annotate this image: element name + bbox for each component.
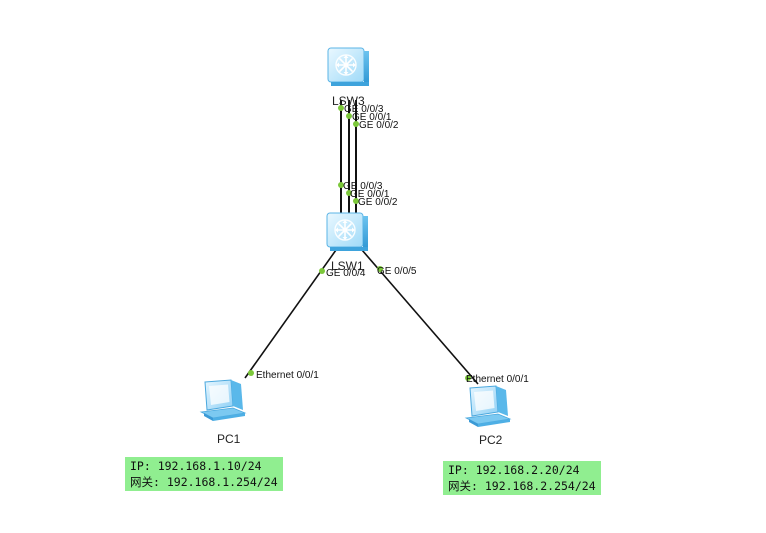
port-label-pc2-eth001: Ethernet 0/0/1	[466, 374, 529, 385]
device-pc1[interactable]: PC1	[200, 379, 246, 446]
port-label-lsw1-ge002: GE 0/0/2	[358, 197, 398, 208]
port-label-lsw1-ge005: GE 0/0/5	[377, 266, 417, 277]
device-lsw3[interactable]: LSW3	[327, 47, 370, 108]
port-dot	[248, 370, 254, 376]
port-dot	[319, 268, 325, 274]
port-dot	[338, 182, 344, 188]
port-dot	[377, 266, 383, 272]
port-label-lsw1-ge001: GE 0/0/1	[350, 189, 390, 200]
device-label-pc1: PC1	[217, 432, 241, 446]
port-label-pc1-eth001: Ethernet 0/0/1	[256, 370, 319, 381]
link-lsw1-pc2[interactable]	[361, 249, 479, 385]
device-label-lsw3: LSW3	[332, 94, 365, 108]
port-dot	[353, 198, 359, 204]
device-lsw1[interactable]: LSW1	[326, 212, 369, 273]
port-dot	[346, 113, 352, 119]
port-label-lsw1-ge003: GE 0/0/3	[343, 181, 383, 192]
pc-icon	[200, 379, 246, 422]
gateway-text: 网关: 192.168.1.254/24	[130, 475, 278, 489]
info-box-pc1: IP: 192.168.1.10/24 网关: 192.168.1.254/24	[125, 457, 283, 491]
ip-text: IP: 192.168.2.20/24	[448, 463, 580, 477]
switch-icon	[326, 212, 369, 252]
device-label-pc2: PC2	[479, 433, 503, 447]
port-label-lsw3-ge002: GE 0/0/2	[359, 120, 399, 131]
device-label-lsw1: LSW1	[331, 259, 364, 273]
ip-text: IP: 192.168.1.10/24	[130, 459, 262, 473]
info-box-pc2: IP: 192.168.2.20/24 网关: 192.168.2.254/24	[443, 461, 601, 495]
gateway-text: 网关: 192.168.2.254/24	[448, 479, 596, 493]
port-dot	[338, 105, 344, 111]
port-label-lsw3-ge003: GE 0/0/3	[344, 104, 384, 115]
port-label-lsw3-ge001: GE 0/0/1	[352, 112, 392, 123]
port-labels: GE 0/0/3 GE 0/0/1 GE 0/0/2 GE 0/0/3 GE 0…	[256, 104, 529, 385]
port-label-lsw1-ge004: GE 0/0/4	[326, 268, 366, 279]
port-dots	[248, 105, 471, 381]
port-dot	[353, 121, 359, 127]
port-dot	[465, 375, 471, 381]
device-pc2[interactable]: PC2	[465, 385, 511, 447]
port-dot	[346, 190, 352, 196]
switch-icon	[327, 47, 370, 87]
pc-icon	[465, 385, 511, 428]
